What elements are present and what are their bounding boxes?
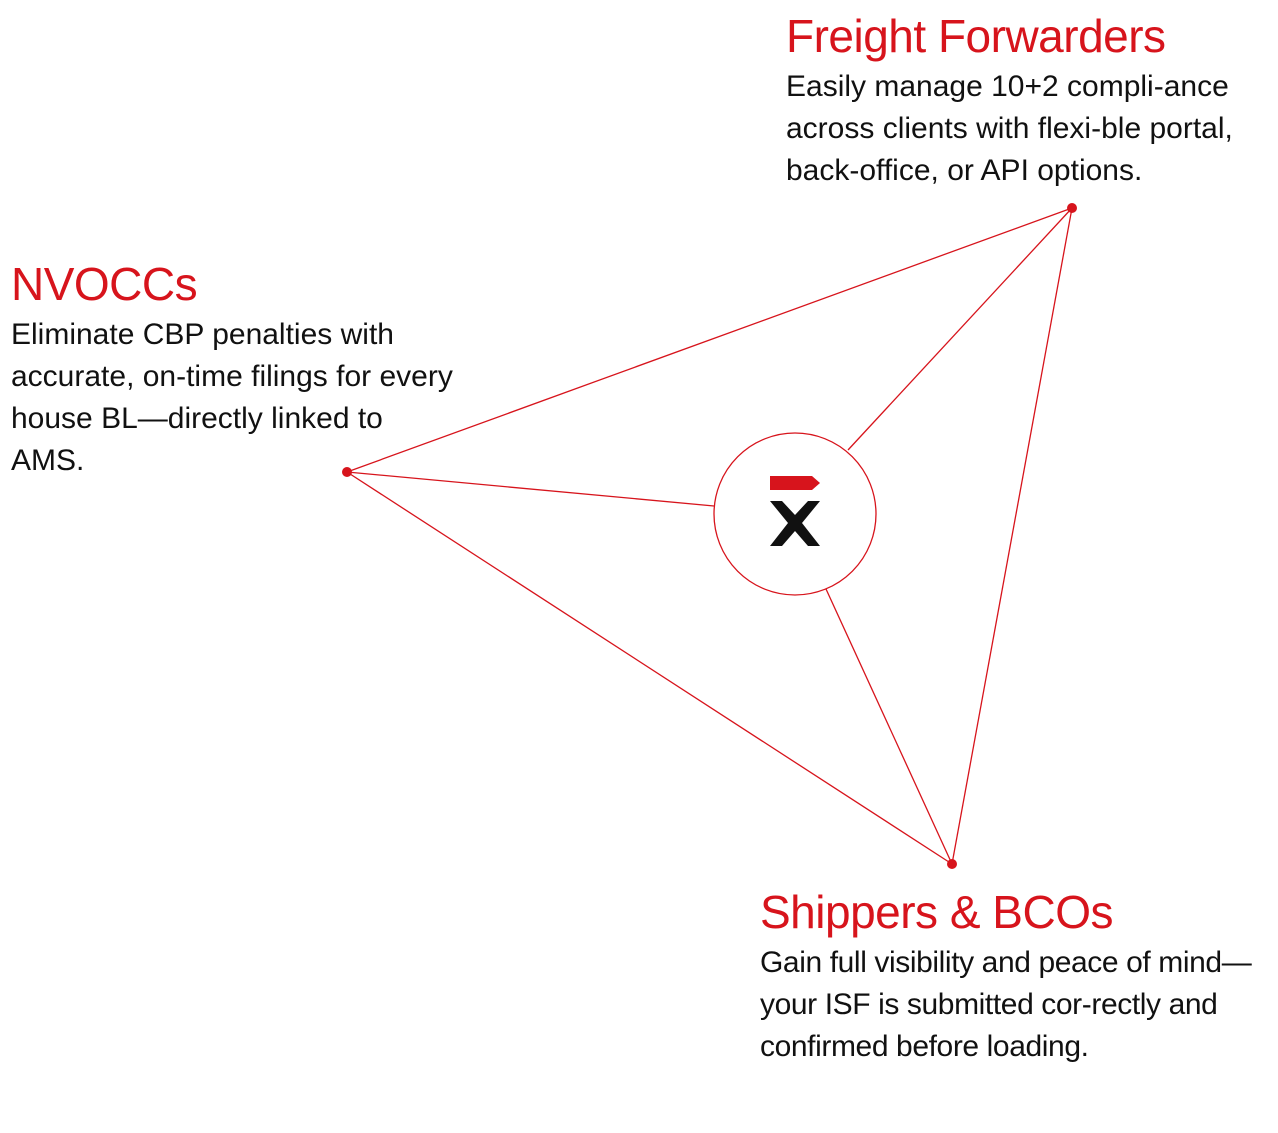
nvoccs-title: NVOCCs <box>11 258 198 310</box>
node-dot-nvoccs <box>342 467 352 477</box>
edge-freight-forwarders-shippers <box>951 207 1073 865</box>
shippers-bcos-block: Shippers & BCOs Gain full visibility and… <box>760 886 1255 1068</box>
edge-hub-shippers <box>825 588 953 865</box>
shippers-bcos-title: Shippers & BCOs <box>760 886 1113 938</box>
hub-circle <box>713 432 877 596</box>
nvoccs-block: NVOCCs Eliminate CBP penalties with accu… <box>11 258 461 482</box>
node-dot-shippers <box>947 859 957 869</box>
shippers-bcos-description: Gain full visibility and peace of mind—y… <box>760 946 1252 1063</box>
edge-hub-freight-forwarders <box>847 207 1073 451</box>
edge-nvoccs-freight-forwarders <box>346 207 1073 473</box>
edge-hub-nvoccs <box>346 471 715 507</box>
freight-forwarders-title: Freight Forwarders <box>786 10 1166 62</box>
node-dot-freight-forwarders <box>1067 203 1077 213</box>
freight-forwarders-description: Easily manage 10+2 compli-ance across cl… <box>786 70 1233 187</box>
x-brand-logo-icon <box>770 476 820 546</box>
edge-nvoccs-shippers <box>346 471 953 865</box>
nvoccs-description: Eliminate CBP penalties with accurate, o… <box>11 318 453 477</box>
freight-forwarders-block: Freight Forwarders Easily manage 10+2 co… <box>786 10 1256 192</box>
